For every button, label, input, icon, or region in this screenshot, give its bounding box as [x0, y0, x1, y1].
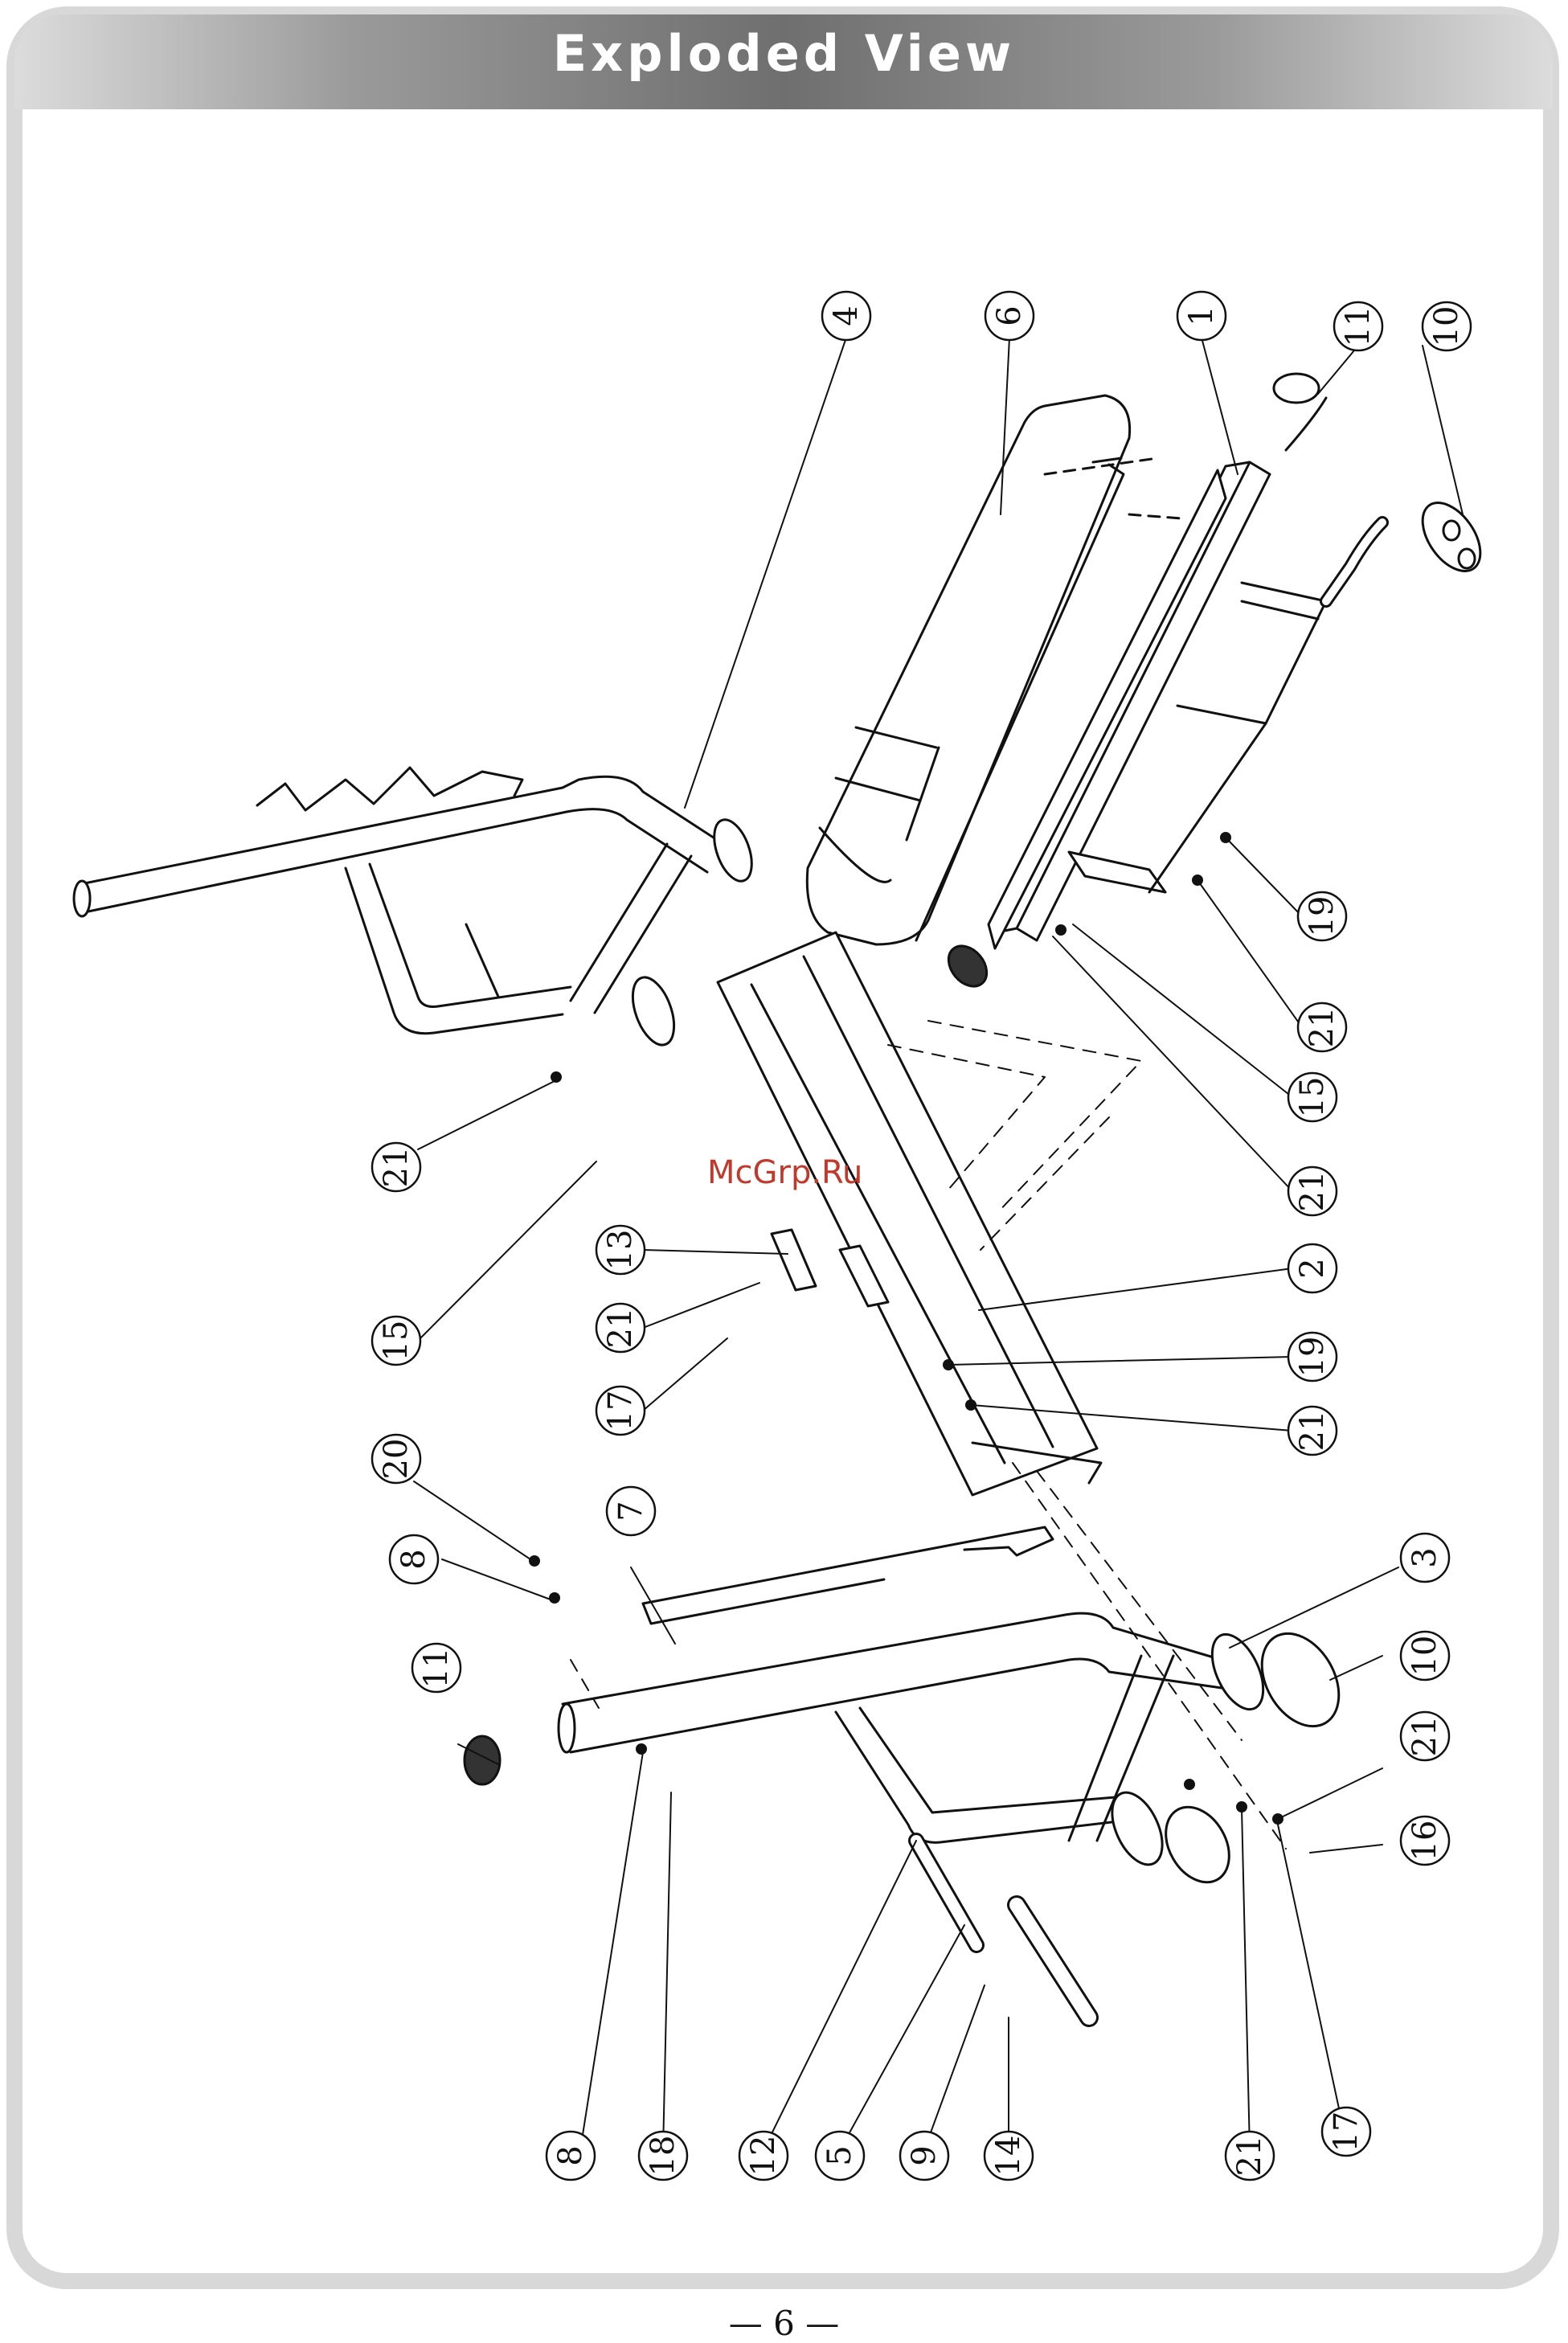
callout-number: 12 — [745, 2136, 782, 2177]
callout-number: 7 — [612, 1501, 649, 1521]
callout-number: 15 — [378, 1321, 415, 1362]
foot-plate-part — [1153, 1796, 1243, 1894]
weight-sleeve-part — [916, 1841, 1089, 2017]
callout-number: 15 — [1294, 1077, 1331, 1118]
callout-number: 21 — [1294, 1171, 1331, 1212]
callout-number: 21 — [1294, 1411, 1331, 1452]
rear-frame-part — [559, 1527, 1274, 1872]
callout-number: 21 — [1304, 1007, 1341, 1048]
end-cap-part — [1274, 374, 1319, 403]
callout-number: 11 — [1340, 306, 1377, 347]
callout-number: 10 — [1406, 1636, 1443, 1677]
callout-number: 10 — [1428, 306, 1465, 347]
callout-number: 19 — [1294, 1337, 1331, 1378]
callout-number: 20 — [378, 1439, 415, 1480]
callout-number: 21 — [1406, 1716, 1443, 1757]
callout-number: 16 — [1406, 1821, 1443, 1862]
foot-plate-part — [1411, 493, 1492, 582]
page-number: — 6 — — [0, 2304, 1568, 2343]
callout-number: 2 — [1294, 1258, 1331, 1278]
callout-number: 19 — [1304, 896, 1341, 937]
end-cap-part — [465, 1736, 500, 1784]
callout-number: 9 — [906, 2145, 943, 2165]
callout-number: 17 — [602, 1391, 639, 1432]
callout-number: 1 — [1183, 305, 1220, 326]
callout-number: 8 — [552, 2145, 589, 2165]
callout-number: 6 — [991, 305, 1028, 326]
watermark-text: McGrp.Ru — [707, 1154, 862, 1191]
callout-number: 21 — [1231, 2136, 1268, 2177]
callout-number: 13 — [602, 1230, 639, 1271]
callout-number: 18 — [645, 2136, 682, 2177]
callout-number: 8 — [395, 1549, 432, 1569]
front-leg-frame-part — [74, 768, 759, 1051]
callout-number: 11 — [418, 1648, 455, 1689]
callout-number: 4 — [828, 305, 865, 326]
callout-number: 21 — [602, 1308, 639, 1349]
callout-number: 3 — [1406, 1547, 1443, 1567]
end-cap-part — [941, 939, 995, 994]
callout-number: 5 — [821, 2145, 858, 2165]
callout-number: 14 — [990, 2136, 1027, 2177]
callout-number: 17 — [1328, 2112, 1365, 2153]
callout-number: 21 — [378, 1147, 415, 1188]
